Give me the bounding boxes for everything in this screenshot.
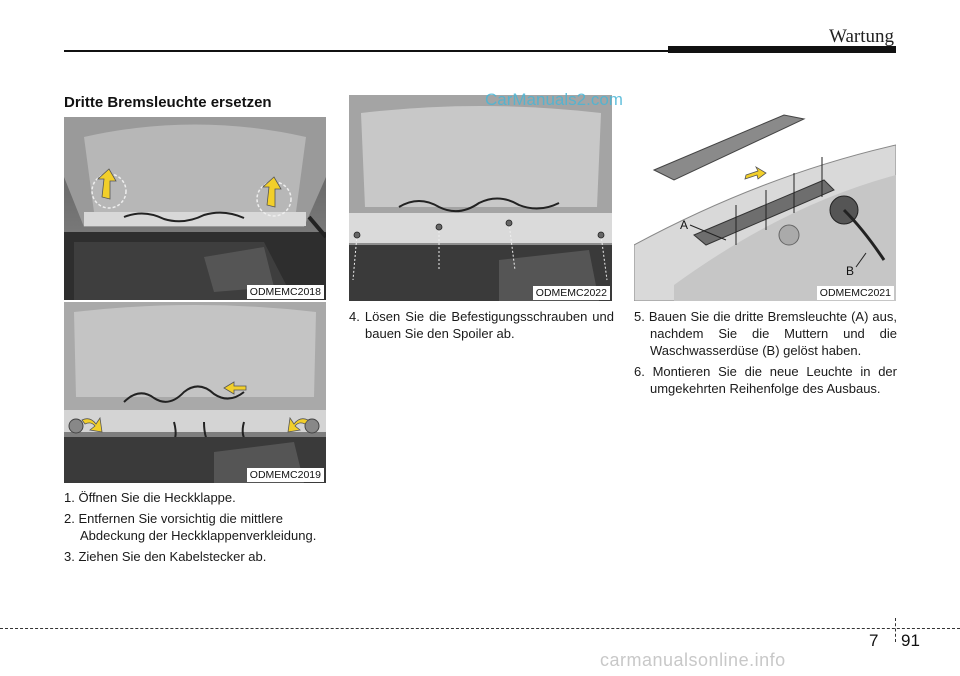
figure-brake-light: A B ODMEMC2021 — [634, 95, 896, 301]
page-number: 91 — [901, 631, 920, 650]
bottom-watermark: carmanualsonline.info — [600, 650, 786, 670]
header-title: Wartung — [829, 26, 894, 47]
label-b: B — [846, 264, 854, 278]
section-heading: Dritte Bremsleuchte ersetzen — [64, 94, 272, 111]
footer-divider — [895, 618, 896, 642]
header-rule — [64, 50, 896, 52]
steps-middle: 4. Lösen Sie die Befestigungsschrauben u… — [349, 308, 614, 346]
chapter-number: 7 — [869, 631, 879, 650]
step-item: 1. Öffnen Sie die Heckklappe. — [64, 490, 236, 505]
steps-right: 5. Bauen Sie die dritte Bremsleuchte (A)… — [634, 308, 897, 401]
figure-open-tailgate-illustration — [64, 117, 326, 300]
header-bar — [668, 46, 896, 53]
figure-spoiler-screws-illustration — [349, 95, 612, 301]
watermark-text: CarManuals2.com — [485, 90, 623, 109]
steps-left: 1. Öffnen Sie die Heckklappe. 2. Entfern… — [64, 489, 326, 569]
figure-code: ODMEMC2018 — [246, 285, 324, 299]
figure-spoiler-screws: ODMEMC2022 — [349, 95, 612, 301]
step-item: 3. Ziehen Sie den Kabelstecker ab. — [64, 549, 267, 564]
figure-code: ODMEMC2019 — [246, 468, 324, 482]
figure-brake-light-illustration: A B — [634, 95, 896, 301]
step-item: 2. Entfernen Sie vorsichtig die mittlere… — [64, 511, 317, 543]
label-a: A — [680, 218, 688, 232]
step-item: 6. Montieren Sie die neue Leuchte in der… — [634, 364, 897, 396]
step-item: 4. Lösen Sie die Befestigungsschrauben u… — [349, 309, 614, 341]
figure-code: ODMEMC2022 — [532, 286, 610, 300]
figure-code: ODMEMC2021 — [816, 286, 894, 300]
figure-open-tailgate: ODMEMC2018 — [64, 117, 326, 300]
footer-rule — [0, 628, 960, 629]
step-item: 5. Bauen Sie die dritte Bremsleuchte (A)… — [634, 309, 897, 358]
figure-trim-removed-illustration — [64, 302, 326, 483]
figure-trim-removed: ODMEMC2019 — [64, 302, 326, 483]
